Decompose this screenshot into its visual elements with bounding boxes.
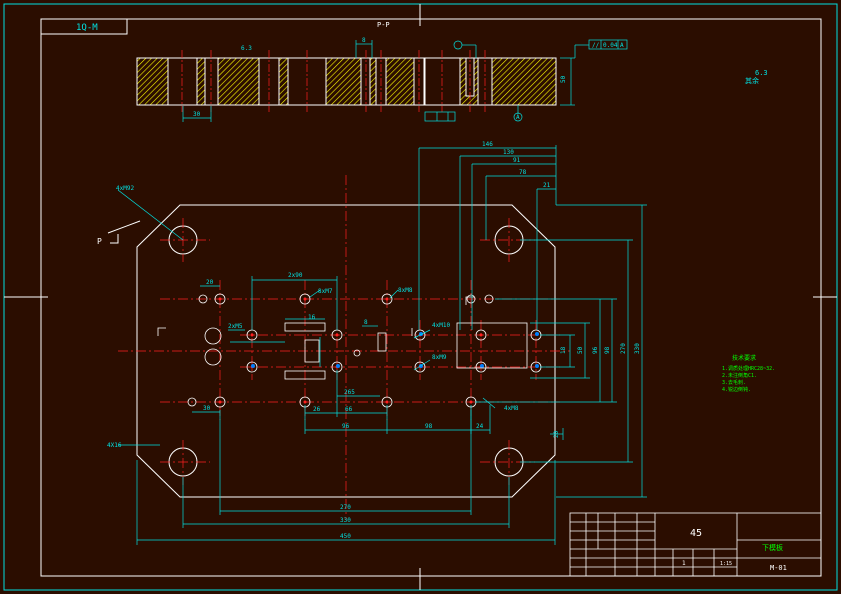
dim-130: 130	[503, 149, 514, 156]
section-view: // 0.04 A A 6.3 8 50 30	[136, 37, 628, 122]
dim-98-right: 98	[604, 346, 611, 354]
view-p-marker: P	[97, 237, 102, 246]
dim-96-right: 96	[592, 346, 599, 354]
notes-line-3: 3.去毛刺.	[722, 379, 746, 386]
dim-30-section: 30	[193, 111, 201, 118]
callout-corner-holes: 4xM92	[116, 185, 134, 192]
dim-21: 21	[543, 182, 551, 189]
title-block	[569, 512, 822, 577]
callout-2x90: 2x90	[288, 272, 303, 279]
dim-8: 8	[362, 37, 366, 44]
section-label: P-P	[377, 21, 390, 29]
dim-330: 330	[340, 517, 351, 524]
drawing-code-text: 1Q-M	[76, 23, 98, 33]
dim-30: 30	[203, 405, 211, 412]
plan-view: P	[97, 141, 647, 545]
dim-16: 16	[308, 314, 316, 321]
callout-20: 20	[553, 430, 560, 438]
dim-24: 24	[476, 423, 484, 430]
title-part-name: 下模板	[762, 543, 783, 552]
dim-18: 18	[560, 346, 567, 354]
title-weight: 1:15	[720, 561, 732, 567]
flatness-datum: A	[620, 42, 624, 49]
drawing-code-box	[40, 18, 128, 35]
dim-26: 26	[313, 406, 321, 413]
dim-78: 78	[519, 169, 527, 176]
roughness-right-value: 6.3	[755, 69, 768, 77]
title-material: 45	[690, 528, 702, 539]
dim-98: 98	[425, 423, 433, 430]
roughness-right-note: 其余	[745, 76, 759, 85]
callout-8xM8: 8xM8	[398, 287, 413, 294]
callout-4x16: 4X16	[107, 442, 122, 449]
title-drawing-no: M-01	[770, 564, 787, 572]
callout-8xM7: 8xM7	[318, 288, 333, 295]
dim-270-right: 270	[620, 343, 627, 354]
notes-heading: 技术要求	[732, 354, 756, 362]
dim-50: 50	[560, 75, 567, 83]
callout-2xM5: 2xM5	[228, 323, 243, 330]
dim-146: 146	[482, 141, 493, 148]
dim-66: 66	[345, 406, 353, 413]
flatness-symbol: //	[592, 42, 600, 49]
callout-4xM8: 4xM8	[504, 405, 519, 412]
dim-330-right: 330	[634, 343, 641, 354]
dim-91: 91	[513, 157, 521, 164]
flatness-value: 0.04	[603, 42, 618, 49]
notes-line-1: 1.调质处理HRC28~32.	[722, 365, 775, 372]
dim-20: 20	[206, 279, 214, 286]
dim-265: 265	[344, 389, 355, 396]
datum-a-label: A	[516, 114, 520, 121]
notes-line-2: 2.未注倒角C1.	[722, 372, 757, 379]
technical-notes: 技术要求 1.调质处理HRC28~32. 2.未注倒角C1. 3.去毛刺. 4.…	[722, 354, 775, 393]
title-sheet: 1	[682, 560, 686, 567]
callout-8xM9: 8xM9	[432, 354, 447, 361]
callout-4xM10: 4xM10	[432, 322, 450, 329]
dim-8-plan: 8	[364, 319, 368, 326]
dim-50-plan: 50	[577, 346, 584, 354]
dim-450: 450	[340, 533, 351, 540]
notes-line-4: 4.锐边倒钝.	[722, 386, 751, 393]
dim-270: 270	[340, 504, 351, 511]
roughness-top: 6.3	[241, 45, 252, 52]
dim-96: 96	[342, 423, 350, 430]
